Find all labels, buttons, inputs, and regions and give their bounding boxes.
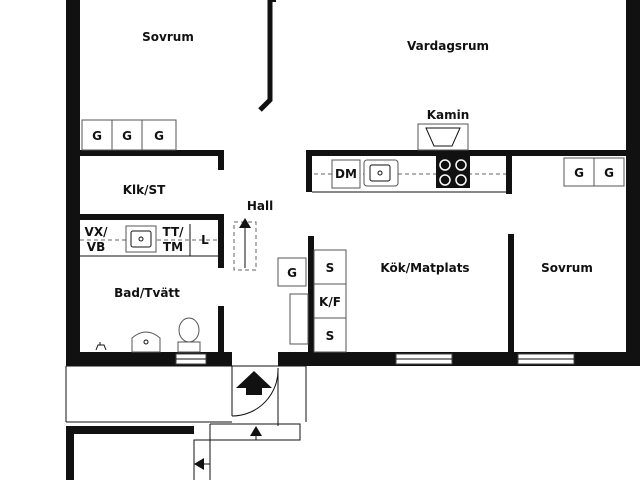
outer-wall-west: [66, 0, 80, 366]
hall-arrow-up-icon: [239, 218, 251, 228]
room-label-living-room: Vardagsrum: [407, 39, 489, 53]
stove-burner-1: [439, 159, 451, 171]
room-label-bathroom: Bad/Tvätt: [114, 286, 180, 300]
kitchen-storage-2-label: S: [326, 329, 335, 343]
washbasin-drain: [138, 236, 144, 242]
bath-sink-icon: [131, 331, 161, 353]
kitchen-sink-drain: [377, 170, 383, 176]
wall-closet-bath: [80, 214, 220, 220]
wardrobe-2-label: G: [122, 129, 132, 143]
room-label-fireplace: Kamin: [427, 108, 470, 122]
kitchen-storage-2: [313, 317, 347, 353]
wall-bedroom2-north-post: [506, 156, 512, 194]
living-room-west-wall: [270, 0, 276, 2]
toilet-tank: [177, 341, 201, 353]
washbasin-bowl: [130, 230, 152, 248]
kitchen-storage-1-label: S: [326, 261, 335, 275]
kitchen-sink-basin: [369, 164, 391, 182]
stair-wall-top: [66, 426, 194, 434]
wardrobe-1: [81, 119, 113, 151]
bedroom-wall-angled: [258, 0, 273, 112]
tap-icon: [95, 342, 107, 351]
wall-kitchen-post-left: [306, 150, 312, 192]
wardrobe-5: [593, 157, 625, 187]
stair-landing-outline: [193, 423, 301, 480]
outer-wall-south-right: [278, 352, 640, 366]
stove-burner-3: [439, 174, 451, 186]
outer-wall-east: [626, 0, 640, 366]
washbasin-label-1: VX/: [85, 225, 109, 239]
fridge-freezer-label: K/F: [319, 295, 341, 309]
stair-wall-west: [66, 426, 74, 480]
room-label-kitchen: Kök/Matplats: [380, 261, 469, 275]
entrance-arrow-icon: [236, 371, 272, 395]
wardrobe-4-label: G: [574, 166, 584, 180]
dryer-label-2: TM: [163, 240, 183, 254]
hall-wardrobe: [277, 257, 307, 287]
toilet-icon: [178, 317, 200, 343]
bath-sink-drain: [143, 339, 149, 345]
room-label-bedroom-2: Sovrum: [541, 261, 593, 275]
outer-wall-south-left: [66, 352, 232, 366]
fireplace-hearth: [425, 127, 461, 147]
wall-bedroom-closet-post: [218, 150, 224, 170]
wall-bath-hall-lower: [218, 306, 224, 356]
washbasin-label-2: VB: [87, 240, 105, 254]
dishwasher: [331, 159, 361, 189]
dryer-label-1: TT/: [162, 225, 184, 239]
dishwasher-label: DM: [335, 167, 357, 181]
room-label-closet: Klk/ST: [123, 183, 166, 197]
stair-arrow-up-icon: [250, 426, 262, 436]
stove-burner-2: [455, 159, 467, 171]
hall-wardrobe-label: G: [287, 266, 297, 280]
wardrobe-1-label: G: [92, 129, 102, 143]
wall-bedroom-closet: [80, 150, 218, 156]
wall-kitchen-bedroom2: [508, 234, 514, 356]
wardrobe-3: [141, 119, 177, 151]
wardrobe-5-label: G: [604, 166, 614, 180]
room-label-hall: Hall: [247, 199, 273, 213]
room-label-bedroom-1: Sovrum: [142, 30, 194, 44]
wardrobe-3-label: G: [154, 129, 164, 143]
stove-burner-4: [455, 174, 467, 186]
kitchen-storage-1: [313, 249, 347, 285]
stair-arrow-left-icon: [194, 458, 204, 470]
kitchen-panel: [289, 293, 309, 345]
wall-bath-hall: [218, 214, 224, 268]
wall-kitchen-west: [308, 236, 314, 356]
linen-label: L: [201, 233, 209, 247]
kitchen-sink-icon: [363, 159, 399, 187]
wardrobe-2: [111, 119, 143, 151]
wall-living-kitchen: [306, 150, 640, 156]
entrance-door-swing: [231, 367, 279, 417]
